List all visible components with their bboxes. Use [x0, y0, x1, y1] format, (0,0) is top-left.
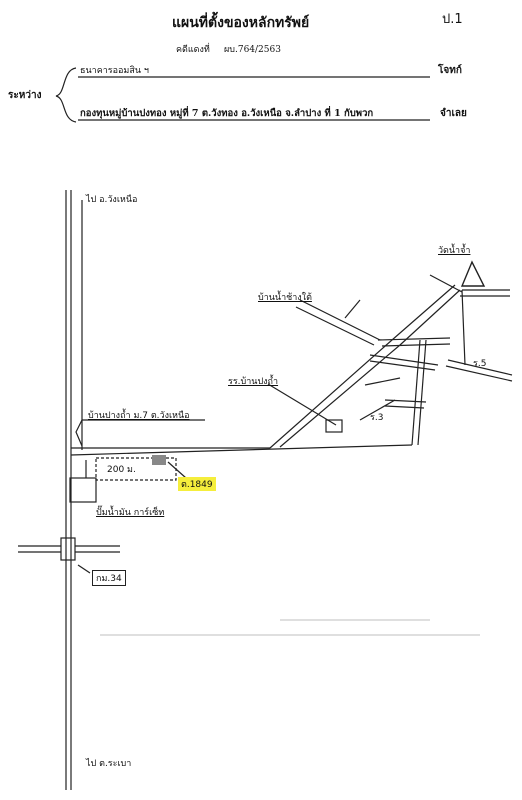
between-label: ระหว่าง — [8, 90, 42, 101]
upper-village-label: บ้านน้ำช้างใต้ — [258, 293, 312, 303]
case-label: คดีแดงที่ — [176, 45, 210, 55]
plaintiff-name: ธนาคารออมสิน ฯ — [80, 66, 149, 76]
case-number: ผบ.764/2563 — [224, 45, 281, 55]
plaintiff-role: โจทก์ — [438, 65, 462, 76]
school-label: รร.บ้านปงถ้ำ — [228, 377, 279, 387]
document-title: แผนที่ตั้งของหลักทรัพย์ — [172, 15, 310, 31]
gas-station-label: ปั๊มน้ำมัน การ์เซ็ท — [96, 508, 165, 518]
top-direction-label: ไป อ.วังเหนือ — [86, 195, 138, 205]
road-label-mid: ร.3 — [370, 413, 384, 423]
distance-label: 200 ม. — [107, 465, 136, 475]
defendant-role: จำเลย — [440, 108, 467, 119]
defendant-name: กองทุนหมู่บ้านปงทอง หมู่ที่ 7 ต.วังทอง อ… — [80, 108, 374, 119]
temple-label: วัดน้ำจ้ำ — [438, 246, 471, 256]
page-mark: ป.1 — [442, 12, 463, 27]
property-label: ต.1849 — [178, 477, 216, 491]
km-marker-label: กม.34 — [92, 570, 126, 586]
bottom-direction-label: ไป ต.ระเบา — [86, 759, 132, 769]
road-label-right: ร.5 — [473, 359, 487, 369]
brace — [55, 67, 77, 123]
property-marker — [152, 455, 166, 465]
left-village-label: บ้านปางถ้ำ ม.7 ต.วังเหนือ — [88, 411, 190, 421]
